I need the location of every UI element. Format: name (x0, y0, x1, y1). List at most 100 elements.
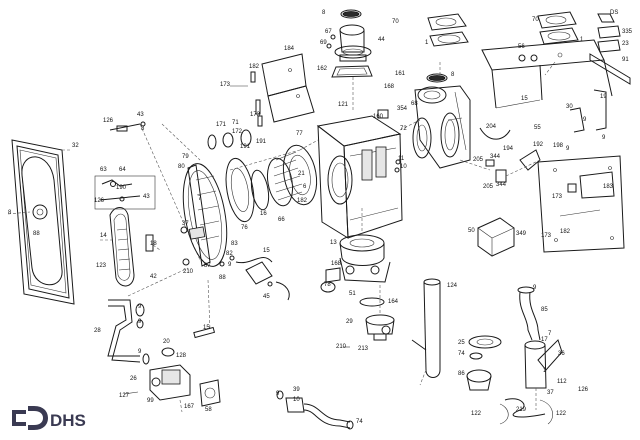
callout-68: 68 (411, 101, 418, 107)
callout-37: 37 (547, 390, 554, 396)
callout-85: 85 (541, 307, 548, 313)
callout-9: 9 (138, 304, 142, 310)
callout-74: 74 (458, 351, 465, 357)
callout-88: 88 (219, 275, 226, 281)
callout-67: 67 (325, 29, 332, 35)
logo-text: DHS (50, 411, 86, 430)
callout-198: 198 (553, 143, 564, 149)
long-flue-pipe (411, 278, 441, 386)
callout-21: 21 (298, 171, 305, 177)
callout-126: 126 (103, 118, 114, 124)
callout-123: 123 (96, 263, 107, 269)
callout-344: 344 (490, 154, 501, 160)
callout-69: 69 (320, 40, 327, 46)
callout-8: 8 (322, 10, 326, 16)
callout-7: 7 (548, 331, 552, 337)
mid-hoses (219, 255, 290, 301)
callout-205: 205 (483, 184, 494, 190)
condensate-trap-box (477, 217, 515, 257)
callout-32: 32 (72, 143, 79, 149)
callout-9: 9 (138, 349, 142, 355)
callout-173: 173 (250, 112, 261, 118)
callout-17: 17 (541, 337, 548, 343)
callout-1: 1 (580, 37, 584, 43)
callout-9: 9 (138, 319, 142, 325)
callout-9: 9 (533, 285, 537, 291)
callout-86: 86 (458, 371, 465, 377)
callout-43: 43 (143, 194, 150, 200)
callout-205: 205 (473, 157, 484, 163)
callout-190: 190 (116, 185, 127, 191)
callout-192: 192 (533, 142, 544, 148)
return-pipe (276, 390, 354, 430)
callout-56: 56 (518, 44, 525, 50)
callout-88: 88 (33, 231, 40, 237)
callout-122: 122 (471, 411, 482, 417)
mounting-bracket-left (230, 53, 315, 123)
callout-36: 36 (558, 351, 565, 357)
callout-167: 167 (184, 404, 195, 410)
callout-16: 16 (260, 211, 267, 217)
callout-219: 219 (516, 407, 527, 413)
callout-182: 182 (249, 64, 260, 70)
callout-349: 349 (516, 231, 527, 237)
callout-30: 30 (566, 104, 573, 110)
callout-8: 8 (8, 210, 12, 216)
callout-171: 171 (216, 122, 227, 128)
callout-182: 182 (560, 229, 571, 235)
callout-127: 127 (119, 393, 130, 399)
callout-DS: DS (610, 10, 618, 16)
callout-91: 91 (622, 57, 629, 63)
callout-204: 204 (486, 124, 497, 130)
callout-172: 172 (232, 129, 243, 135)
callout-29: 29 (346, 319, 353, 325)
callout-184: 184 (284, 46, 295, 52)
alignment-lines (127, 61, 556, 331)
callout-72: 72 (400, 126, 407, 132)
callout-162: 162 (317, 66, 328, 72)
callout-126: 126 (94, 198, 105, 204)
callout-64: 64 (119, 167, 126, 173)
callout-354: 354 (397, 106, 408, 112)
electrode-assembly (94, 121, 201, 261)
callout-168: 168 (384, 84, 395, 90)
callout-173: 173 (552, 194, 563, 200)
valve-fittings (485, 149, 541, 183)
callout-9: 9 (583, 117, 587, 123)
callout-13: 13 (330, 240, 337, 246)
callout-128: 128 (176, 353, 187, 359)
callout-164: 164 (388, 299, 399, 305)
callout-160: 160 (373, 114, 384, 120)
callout-191: 191 (256, 139, 267, 145)
callout-11: 11 (398, 156, 405, 162)
callout-173: 173 (541, 233, 552, 239)
callout-63: 63 (100, 167, 107, 173)
gas-valve (343, 314, 395, 348)
callout-labels: 844676916218418217370170156DS33523911611… (8, 10, 633, 425)
callout-173: 173 (220, 82, 231, 88)
callout-45: 45 (263, 294, 270, 300)
callout-10: 10 (293, 397, 300, 403)
top-gasket-plates (427, 11, 579, 47)
callout-194: 194 (503, 146, 514, 152)
callout-9: 9 (566, 146, 570, 152)
heat-exchanger-housing (316, 109, 403, 239)
callout-1: 1 (543, 368, 547, 374)
callout-183: 183 (603, 184, 614, 190)
callout-44: 44 (378, 37, 385, 43)
burner-cylinder (266, 144, 318, 207)
callout-78: 78 (324, 282, 331, 288)
callout-14: 14 (100, 233, 107, 239)
callout-82: 82 (226, 251, 233, 257)
callout-126: 126 (578, 387, 589, 393)
callout-15: 15 (521, 96, 528, 102)
rear-frame (481, 39, 613, 109)
right-brackets (569, 13, 631, 133)
callout-58: 58 (205, 407, 212, 413)
callout-168: 168 (331, 261, 342, 267)
rear-frame-lower (537, 155, 625, 253)
callout-9: 9 (276, 391, 280, 397)
callout-7: 7 (198, 196, 202, 202)
callout-99: 99 (147, 398, 154, 404)
